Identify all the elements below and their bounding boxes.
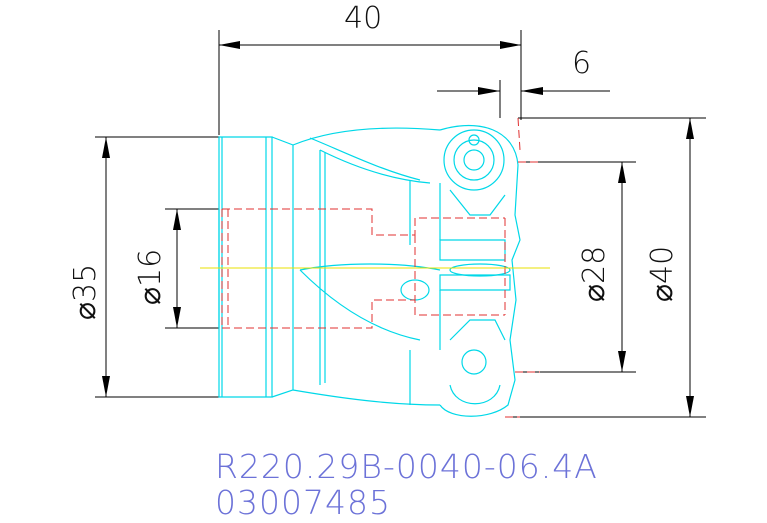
dim-diameter-16: ⌀16 [133, 249, 168, 305]
dimension-lines [95, 30, 706, 418]
dim-diameter-28: ⌀28 [577, 246, 612, 302]
dim-offset-6: 6 [572, 46, 591, 81]
dim-diameter-40: ⌀40 [645, 246, 680, 302]
dim-diameter-35: ⌀35 [68, 264, 103, 320]
part-number: 03007485 [215, 483, 391, 522]
part-designation: R220.29B-0040-06.4A [215, 447, 598, 486]
hidden-lines [221, 117, 540, 418]
cutter-body-outline [218, 124, 521, 417]
dim-length-40: 40 [344, 1, 382, 36]
